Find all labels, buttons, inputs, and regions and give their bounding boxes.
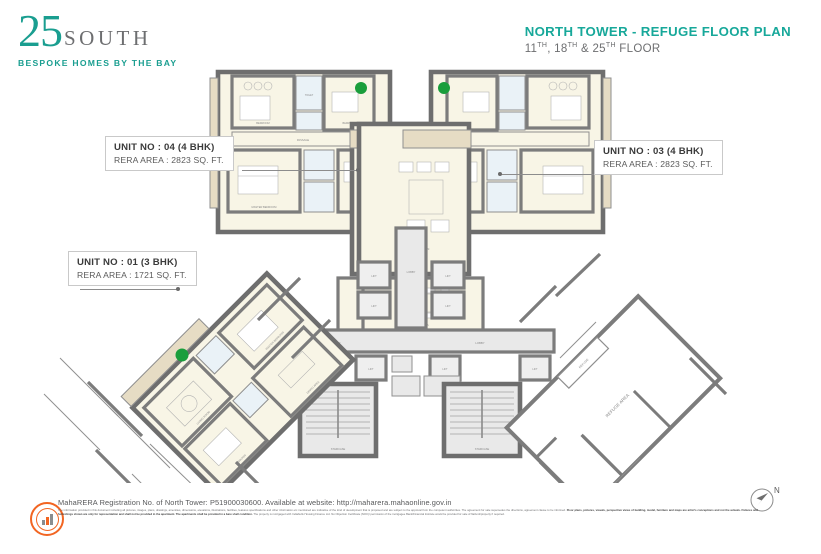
disclaimer-part-1: The information provided in this documen… [58,509,567,512]
svg-text:REFUGE: REFUGE [578,358,590,370]
page-subtitle: 11TH, 18TH & 25TH FLOOR [525,42,791,55]
callout-unit-03: UNIT NO : 03 (4 BHK) RERA AREA : 2823 SQ… [594,140,723,175]
maharera-bars [41,513,53,525]
svg-text:BEDROOM: BEDROOM [343,122,356,125]
floor-plan-drawing: .w { stroke:#7c7c7c; fill:none; } .wt { … [0,58,821,483]
unit-01-area: RERA AREA : 1721 SQ. FT. [77,270,187,280]
location-marker-right [438,82,450,94]
page-title-block: NORTH TOWER - REFUGE FLOOR PLAN 11TH, 18… [525,24,791,55]
unit-01-number: UNIT NO : 01 (3 BHK) [77,257,178,268]
brand-tagline: BESPOKE HOMES BY THE BAY [18,58,178,69]
svg-text:LIFT: LIFT [445,274,451,278]
svg-text:MASTER BEDROOM: MASTER BEDROOM [252,205,277,209]
leader-dot-unit-01 [176,287,180,291]
leader-line-unit-01 [80,289,178,290]
unit-03-number: UNIT NO : 03 (4 BHK) [603,146,704,157]
svg-text:STAIRCASE: STAIRCASE [475,447,490,451]
maharera-logo-inner [35,507,59,531]
compass-north-label: N [774,486,780,495]
svg-text:LIFT: LIFT [445,304,451,308]
brand-logo: 25 SOUTH BESPOKE HOMES BY THE BAY [18,5,248,69]
callout-unit-01: UNIT NO : 01 (3 BHK) RERA AREA : 1721 SQ… [68,251,197,286]
refuge-area-block: REFUGE AREA REFUGE [503,293,724,483]
callout-unit-04: UNIT NO : 04 (4 BHK) RERA AREA : 2823 SQ… [105,136,234,171]
unit-01-block: LIVING ROOM MASTER BEDROOM BEDROOM DININ… [120,270,357,483]
location-marker-unit01 [175,348,189,362]
svg-text:LIFT: LIFT [371,274,377,278]
svg-text:PASSAGE: PASSAGE [297,138,309,142]
leader-dot-unit-04 [356,168,360,172]
subtitle-sup-1: TH [537,42,548,49]
leader-line-unit-03 [500,174,594,175]
unit-01-connectors [86,276,332,483]
location-marker-left [355,82,367,94]
rera-registration-line: MahaRERA Registration No. of North Tower… [58,498,452,507]
svg-text:BEDROOM: BEDROOM [256,121,269,125]
subtitle-sup-3: TH [605,42,616,49]
page-title: NORTH TOWER - REFUGE FLOOR PLAN [524,24,791,39]
svg-text:LIFT: LIFT [532,368,538,371]
svg-text:LIFT: LIFT [371,304,377,308]
unit-03-area: RERA AREA : 2823 SQ. FT. [603,159,713,169]
footer-text-block: MahaRERA Registration No. of North Tower… [58,498,758,517]
svg-text:LOBBY: LOBBY [407,270,416,274]
svg-text:LOBBY: LOBBY [475,341,484,345]
central-core: LOBBY LIFT LIFT LIFT LIFT LOBBY LOBBY [266,226,556,459]
brand-number: 25 [18,5,63,56]
outer-wall-fragments [518,252,728,483]
disclaimer-text: The information provided in this documen… [58,509,758,517]
svg-text:LIFT: LIFT [368,368,374,371]
brand-mark: 25 SOUTH [18,5,248,56]
compass-north-indicator: N [748,484,782,514]
unit-04-area: RERA AREA : 2823 SQ. FT. [114,155,224,165]
disclaimer-part-2: The property is mortgaged with Indiabull… [252,512,505,516]
footer: MahaRERA Registration No. of North Tower… [0,496,821,554]
subtitle-sep-2: & 25 [577,42,606,55]
unit-04-number: UNIT NO : 04 (4 BHK) [114,142,215,153]
svg-text:TOILET: TOILET [305,94,314,97]
subtitle-floor-11: 11 [524,42,538,55]
maharera-logo-icon [30,502,64,536]
subtitle-floor-word: FLOOR [615,42,661,55]
subtitle-sup-2: TH [567,42,578,49]
disclaimer-bold-1: Floor plans, pictures, visuals, perspect… [58,509,758,516]
leader-dot-unit-03 [498,172,502,176]
subtitle-sep-1: , 18 [547,42,568,55]
brand-word: SOUTH [64,26,152,51]
svg-text:STAIRCASE: STAIRCASE [331,447,346,451]
svg-text:LIFT: LIFT [442,368,448,371]
podium-edges [43,357,142,483]
leader-line-unit-04 [242,170,358,171]
